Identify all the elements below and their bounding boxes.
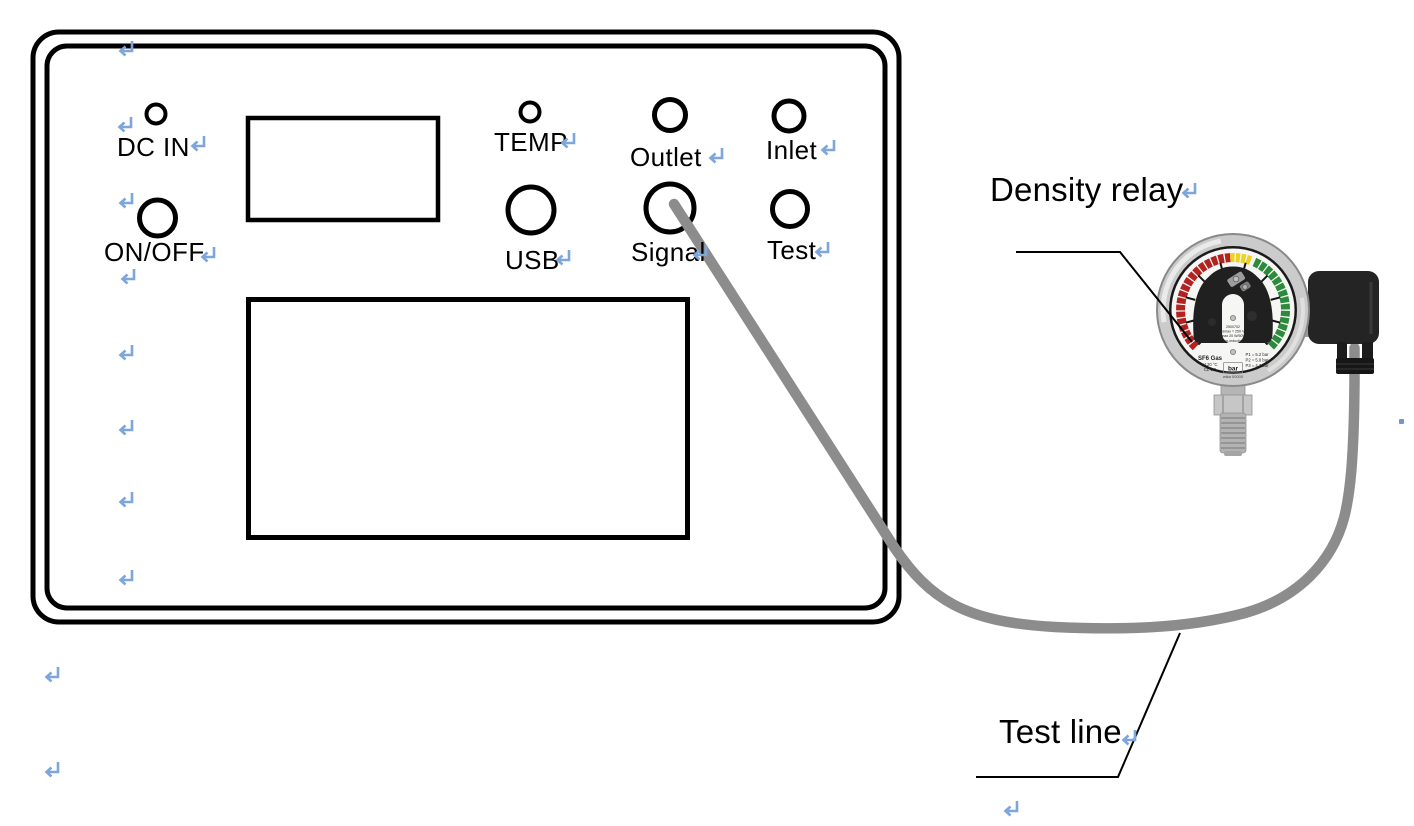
paragraph-return-mark-icon <box>998 797 1022 821</box>
usb-label: USB <box>505 245 560 275</box>
usb-port[interactable] <box>505 184 557 236</box>
svg-text:SF6 Gas: SF6 Gas <box>1198 356 1223 362</box>
inlet-label: Inlet <box>766 135 818 165</box>
temp-label: TEMP <box>494 127 568 157</box>
test-port[interactable] <box>770 189 810 229</box>
density-relay-label: Density relay <box>990 171 1184 208</box>
paragraph-return-mark-icon <box>39 663 63 687</box>
tester-inner-border <box>44 43 888 611</box>
paragraph-return-mark-icon <box>113 341 137 365</box>
svg-text:Pmax 20 W/50VA: Pmax 20 W/50VA <box>1219 334 1248 338</box>
test-line-label: Test line <box>999 713 1122 750</box>
paragraph-return-mark-icon <box>113 416 137 440</box>
inlet-port[interactable] <box>771 98 807 134</box>
connector-cable-gland <box>1336 358 1374 374</box>
svg-text:P3 = 4.7 bar: P3 = 4.7 bar <box>1246 363 1270 368</box>
paragraph-return-mark-icon <box>39 758 63 782</box>
svg-text:at 20 °C: at 20 °C <box>1202 362 1217 367</box>
paragraph-return-mark-icon <box>703 144 727 168</box>
svg-text:P2 = 5.0 bar: P2 = 5.0 bar <box>1246 358 1270 363</box>
gauge-fitting <box>1213 382 1253 456</box>
paragraph-return-mark-icon <box>185 132 209 156</box>
paragraph-return-mark-icon <box>115 265 139 289</box>
density-relay-leader-line <box>1016 251 1193 343</box>
paragraph-return-mark-icon <box>809 238 833 262</box>
paragraph-return-mark-icon <box>195 243 219 267</box>
paragraph-return-mark-icon <box>113 488 137 512</box>
on-off-button[interactable] <box>137 197 178 239</box>
gauge-green-band <box>1252 257 1291 351</box>
gauge-contact-mechanism <box>1208 271 1257 326</box>
paragraph-return-mark-icon <box>113 189 137 213</box>
svg-text:non-inductive: non-inductive <box>1222 339 1243 343</box>
svg-text:bar: bar <box>1228 366 1239 373</box>
temp-led <box>518 100 542 124</box>
gauge-dial-text: 2500702 Umax = 250 V Pmax 20 W/50VA non-… <box>1198 325 1269 379</box>
paragraph-return-mark-icon <box>555 129 579 153</box>
gauge-connector <box>1294 271 1379 374</box>
test-line-leader-line <box>976 632 1181 778</box>
test-line-cable <box>668 198 1360 634</box>
anchor-dot <box>1399 419 1404 424</box>
connector-body <box>1308 271 1379 344</box>
dc-in-label: DC IN <box>117 132 190 162</box>
small-display-screen <box>245 115 441 223</box>
svg-text:Umax = 250 V: Umax = 250 V <box>1222 330 1245 334</box>
paragraph-return-mark-icon <box>112 113 136 137</box>
main-display-screen <box>246 297 690 540</box>
gauge-yellow-band <box>1230 253 1254 266</box>
tester-outer-border <box>30 29 902 625</box>
outlet-label: Outlet <box>630 142 702 172</box>
paragraph-return-mark-icon <box>113 566 137 590</box>
outlet-port[interactable] <box>652 97 688 133</box>
svg-text:P1 = 5.2 bar: P1 = 5.2 bar <box>1246 352 1270 357</box>
svg-text:wika 00000: wika 00000 <box>1223 374 1244 379</box>
paragraph-return-mark-icon <box>113 37 137 61</box>
density-relay-gauge: 2 4 6 8 2500702 Umax <box>1156 233 1379 456</box>
signal-label: Signal <box>631 237 706 267</box>
svg-text:2500702: 2500702 <box>1226 325 1240 329</box>
paragraph-return-mark-icon <box>1116 726 1140 750</box>
paragraph-return-mark-icon <box>550 246 574 270</box>
dc-in-led <box>144 102 168 126</box>
paragraph-return-mark-icon <box>815 136 839 160</box>
paragraph-return-mark-icon <box>1176 179 1200 203</box>
on-off-label: ON/OFF <box>104 237 205 267</box>
svg-text:CL 1.0: CL 1.0 <box>1204 367 1217 372</box>
test-label: Test <box>767 235 817 265</box>
paragraph-return-mark-icon <box>687 241 711 265</box>
